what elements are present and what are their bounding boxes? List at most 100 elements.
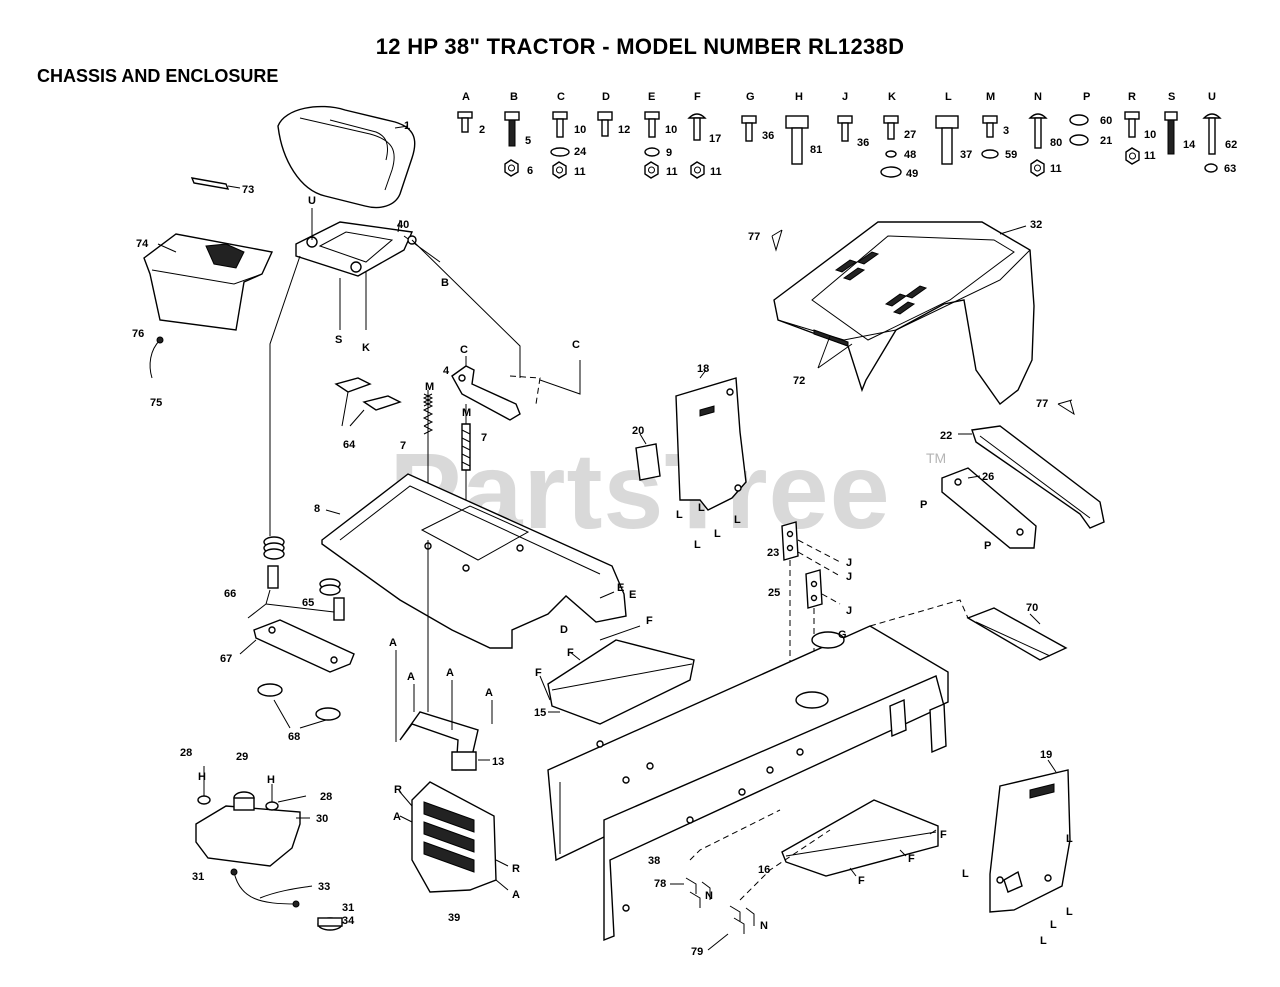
part-number: 25 (768, 587, 780, 599)
ref-letter: R (394, 784, 402, 796)
part-number: 7 (400, 440, 406, 452)
mounting-bracket (781, 521, 841, 700)
hardware-number: 62 (1225, 139, 1237, 151)
part-number: 30 (316, 813, 328, 825)
bolt-icon (883, 115, 899, 140)
part-number: 39 (448, 912, 460, 924)
nut-icon (504, 159, 519, 177)
bolt-icon (597, 111, 613, 137)
hardware-header: S (1168, 91, 1175, 103)
ref-letter: P (920, 499, 927, 511)
part-number: 29 (236, 751, 248, 763)
ref-letter: A (485, 687, 493, 699)
bushing (257, 683, 341, 729)
part-number: 40 (397, 219, 409, 231)
part-number: 23 (767, 547, 779, 559)
hardware-number: 49 (906, 168, 918, 180)
hardware-number: 12 (618, 124, 630, 136)
hood-pin (1057, 399, 1075, 416)
spring-plate (239, 619, 355, 673)
hardware-legend: A B C D E F G H J K L M N P R S U (457, 91, 1237, 180)
hardware-number: 9 (666, 147, 672, 159)
ref-letter: L (694, 539, 701, 551)
hardware-header: L (945, 91, 952, 103)
part-number: 75 (150, 397, 162, 409)
part-number: 65 (302, 597, 314, 609)
hardware-number: 17 (709, 133, 721, 145)
hardware-number: 36 (857, 137, 869, 149)
hardware-header: R (1128, 91, 1136, 103)
part-number: 8 (314, 503, 320, 515)
seat (277, 105, 416, 209)
ref-letter: A (512, 889, 520, 901)
seat-latch-bracket (411, 239, 581, 421)
ref-letter: U (308, 195, 316, 207)
ref-letter: C (460, 344, 468, 356)
hardware-number: 21 (1100, 135, 1112, 147)
nut-icon (1125, 147, 1140, 165)
washer-icon (981, 149, 999, 159)
washer-icon (880, 166, 902, 178)
part-number: 7 (481, 432, 487, 444)
hardware-header: F (694, 91, 701, 103)
bolt-icon (785, 115, 809, 165)
nut-icon (1030, 159, 1045, 177)
spring-assembly (247, 536, 345, 621)
ref-letter: F (940, 829, 947, 841)
part-number: 70 (1026, 602, 1038, 614)
part-number: 64 (343, 439, 356, 451)
part-number: 15 (534, 707, 546, 719)
hardware-number: 11 (666, 166, 678, 178)
part-number: 77 (1036, 398, 1048, 410)
ref-letter: P (984, 540, 991, 552)
nut-icon (552, 161, 567, 179)
hardware-number: 5 (525, 135, 531, 147)
bolt-icon (1202, 113, 1222, 155)
washer-icon (644, 147, 660, 157)
part-number: 38 (648, 855, 660, 867)
part-number: 26 (982, 471, 994, 483)
part-number: 16 (758, 864, 770, 876)
hardware-header: J (842, 91, 848, 103)
part-number: 72 (793, 375, 805, 387)
part-number: 79 (691, 946, 703, 958)
hardware-number: 48 (904, 149, 916, 161)
hardware-number: 6 (527, 165, 533, 177)
hardware-header: E (648, 91, 655, 103)
shroud (399, 781, 509, 893)
ref-letter: A (393, 811, 401, 823)
clip-set (670, 809, 831, 951)
hardware-number: 11 (574, 166, 586, 178)
step-plate (966, 607, 1068, 661)
fuel-tank (195, 766, 343, 931)
hardware-header: G (746, 91, 755, 103)
section-title: CHASSIS AND ENCLOSURE (37, 66, 279, 86)
ref-letter: E (617, 582, 624, 594)
hardware-header: M (986, 91, 995, 103)
bolt-icon (552, 111, 568, 138)
hardware-number: 11 (1144, 150, 1156, 162)
ref-letter: J (846, 557, 852, 569)
hardware-number: 14 (1183, 139, 1196, 151)
hardware-header: B (510, 91, 518, 103)
ref-letter: F (908, 853, 915, 865)
ref-letter: A (446, 667, 454, 679)
footrest (539, 625, 695, 725)
hardware-number: 37 (960, 149, 972, 161)
hardware-number: 11 (1050, 163, 1062, 175)
part-number: 32 (1030, 219, 1042, 231)
hardware-number: 10 (1144, 129, 1156, 141)
part-number: 20 (632, 425, 644, 437)
watermark-tm: TM (926, 450, 947, 466)
ref-letter: A (389, 637, 397, 649)
hardware-number: 63 (1224, 163, 1236, 175)
bolt-icon (837, 115, 853, 142)
part-number: 33 (318, 881, 330, 893)
hardware-number: 11 (710, 166, 722, 178)
part-number: 22 (940, 430, 952, 442)
bolt-icon (504, 111, 520, 147)
washer-icon (550, 147, 570, 157)
dash-panel (675, 369, 747, 511)
ref-letter: L (962, 868, 969, 880)
bolt-icon (687, 113, 707, 141)
